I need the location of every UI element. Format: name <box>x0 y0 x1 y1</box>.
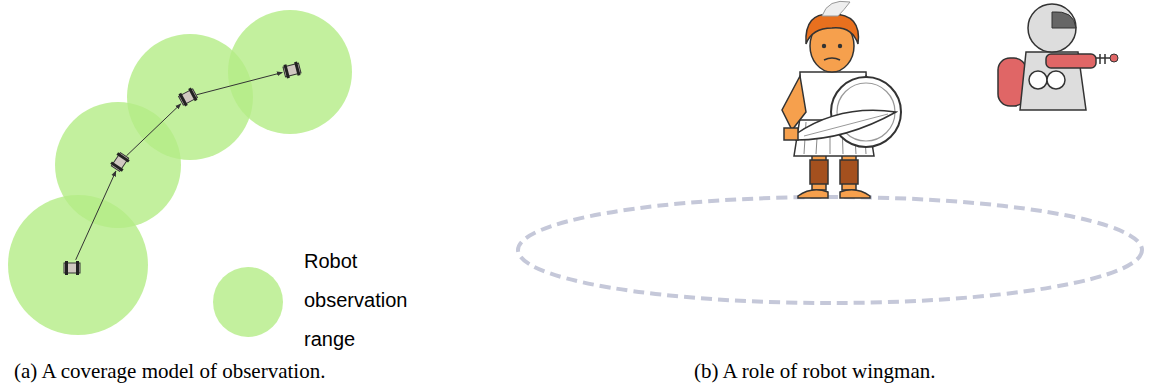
gladiator-figure-part <box>824 58 840 60</box>
robot-icon-part <box>179 93 188 107</box>
robot-icon <box>110 151 131 172</box>
robot-icon <box>282 61 301 79</box>
robot-figure-part <box>1047 71 1065 89</box>
robot-path <box>64 61 302 275</box>
motion-arrow <box>76 171 116 260</box>
robot-figure-part <box>1046 54 1096 68</box>
robot-figure-part <box>1028 4 1076 52</box>
robot-figure <box>998 4 1118 110</box>
gladiator-figure-part <box>840 160 858 184</box>
robot-figure-part <box>1052 12 1076 28</box>
robot-icon-part <box>76 261 79 275</box>
robot-figure-part <box>1029 71 1047 89</box>
robot-icon-part <box>116 152 129 162</box>
gladiator-figure-part <box>838 44 842 48</box>
robot-icon-part <box>283 64 289 78</box>
robot-figure-part <box>1096 54 1110 64</box>
coverage-circles <box>8 10 352 335</box>
motion-arrow <box>197 73 283 95</box>
gladiator-figure-part <box>810 160 828 184</box>
gladiator-figure-part <box>806 14 859 44</box>
orbit-ellipse <box>518 197 1142 303</box>
gladiator-figure-part <box>804 114 888 136</box>
legend-label: Robot observation range <box>304 242 434 359</box>
robot-icon-part <box>65 261 68 275</box>
subfigure-caption: (a) A coverage model of observation. <box>14 358 325 384</box>
gladiator-figure-part <box>822 44 826 48</box>
gladiator-figure-part <box>798 190 828 198</box>
gladiator-figure-part <box>840 190 870 198</box>
robot-icon-part <box>188 88 197 102</box>
legend <box>213 267 283 337</box>
gladiator-figure-part <box>784 128 798 140</box>
robot-figure-part <box>1110 54 1118 62</box>
gladiator-figure <box>782 1 901 198</box>
legend-swatch <box>213 267 283 337</box>
observation-circle <box>228 10 352 134</box>
gladiator-figure-part <box>782 76 806 130</box>
motion-arrow <box>127 104 181 156</box>
robot-icon-part <box>294 61 300 75</box>
robot-icon <box>64 261 80 275</box>
gladiator-figure-part <box>796 110 896 140</box>
gladiator-figure-part <box>822 1 850 16</box>
subfigure-caption: (b) A role of robot wingman. <box>694 358 935 384</box>
robot-icon <box>178 87 199 107</box>
robot-icon-part <box>110 161 123 171</box>
